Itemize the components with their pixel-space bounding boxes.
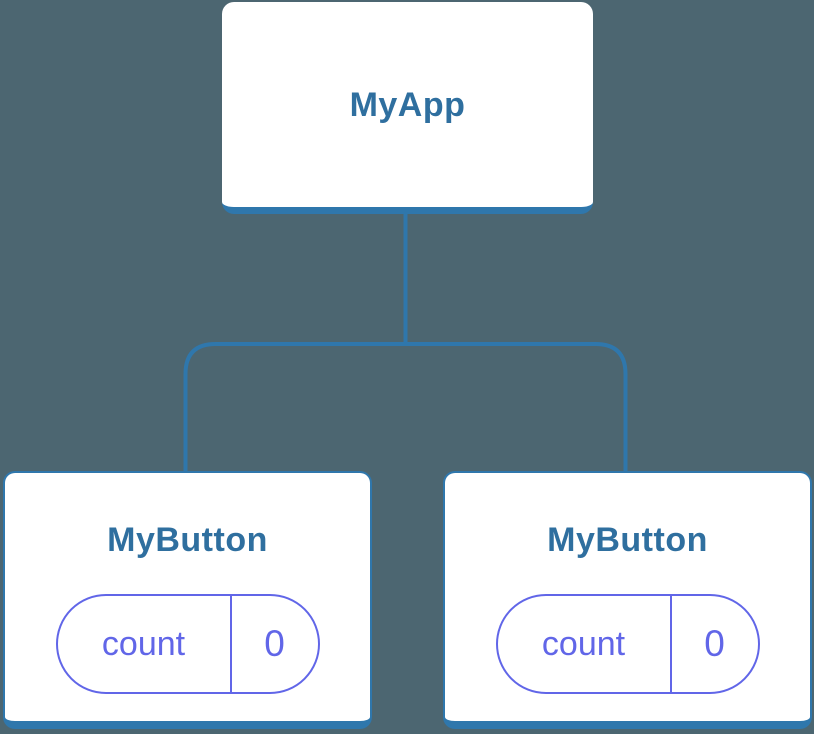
state-key-label: count (498, 596, 672, 692)
state-pill: count 0 (55, 594, 320, 694)
child-component-label: MyButton (107, 521, 268, 559)
state-value-label: 0 (264, 623, 285, 664)
state-pill: count 0 (495, 594, 760, 694)
root-component-node: MyApp (222, 2, 593, 214)
child-component-label: MyButton (547, 521, 708, 559)
root-component-label: MyApp (349, 85, 466, 124)
state-key-label: count (58, 596, 232, 692)
child-component-node-right: MyButton count 0 (443, 471, 812, 729)
state-value-label: 0 (704, 623, 725, 664)
child-component-node-left: MyButton count 0 (3, 471, 372, 729)
